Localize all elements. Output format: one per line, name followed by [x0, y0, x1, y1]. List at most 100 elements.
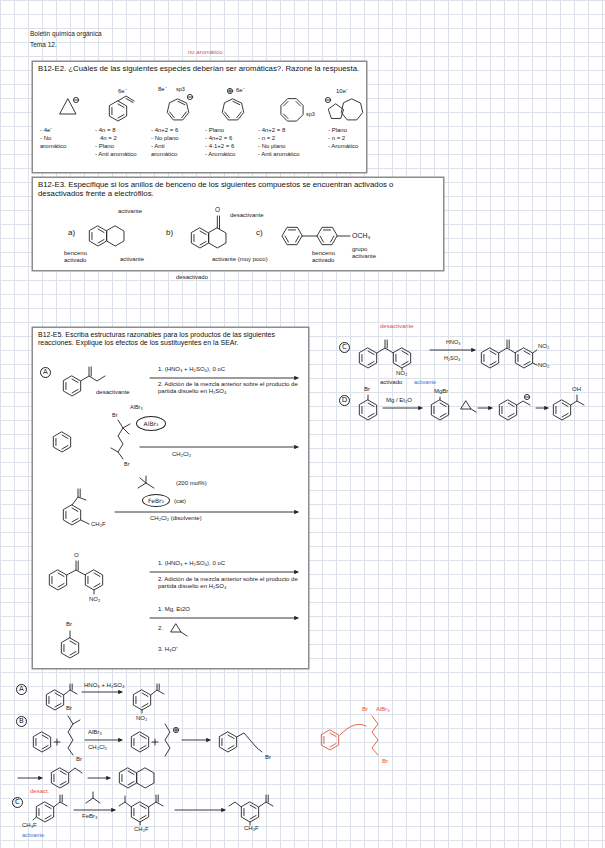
handwritten-note: no aromático	[188, 49, 223, 56]
handwritten-note: - Aromático	[205, 151, 235, 158]
handwritten-note: Br	[66, 621, 72, 628]
handwritten-note: aromático	[151, 151, 177, 158]
handwritten-note: HNO₃ + H₂SO₄	[84, 682, 124, 689]
handwritten-note: - 4n+2 = 8	[258, 127, 285, 134]
handwritten-note: Br	[124, 461, 130, 468]
handwritten-note: OCH₃	[352, 232, 370, 240]
handwritten-note: - No plano	[151, 135, 179, 142]
handwritten-note: activante	[414, 379, 436, 386]
handwritten-note: activante	[118, 208, 142, 215]
handwritten-note: H₂SO₄	[444, 355, 460, 362]
circled-letter: A	[16, 684, 27, 695]
handwritten-note: CH₂F	[134, 826, 149, 833]
handwritten-note: desact.	[30, 788, 49, 795]
handwritten-note: sp3	[176, 86, 185, 93]
handwritten-note: CH₃F	[244, 825, 259, 832]
handwritten-note: 6e⁻	[236, 87, 245, 94]
handwritten-note: grupo activante	[352, 246, 388, 260]
circled-letter: D	[339, 395, 350, 406]
handwritten-note: 3. H₃O⁺	[158, 646, 178, 653]
handwritten-note: desactivado	[176, 274, 208, 281]
reagent-loop: AlBr₃	[136, 416, 166, 431]
handwritten-note: c)	[256, 228, 263, 238]
handwritten-note: - No	[40, 135, 51, 142]
handwritten-note: Br	[66, 705, 72, 712]
handwritten-note: NO₂	[538, 362, 549, 369]
exercise-title: B12-E3. Especifique si los anillos de be…	[38, 181, 438, 199]
handwritten-note: a)	[68, 228, 75, 238]
handwritten-note: HNO₃	[446, 339, 460, 346]
handwritten-note: - n = 2	[258, 135, 275, 142]
handwritten-note: - Anti	[151, 143, 165, 150]
handwritten-note: Mg / Et₂O	[386, 397, 412, 404]
circled-letter: A	[40, 367, 51, 378]
handwritten-note: - Anti aromático	[95, 151, 137, 158]
handwritten-note: activado	[380, 379, 402, 386]
handwritten-note: - Plano	[328, 127, 347, 134]
handwritten-note: - Plano	[205, 127, 224, 134]
handwritten-note: desactivante	[96, 389, 130, 396]
handwritten-note: sp3	[306, 111, 315, 118]
circled-letter: C	[339, 342, 350, 353]
handwritten-note: CH₃F	[22, 822, 37, 829]
handwritten-note: 2.	[158, 625, 163, 632]
handwritten-note: (200 mol%)	[176, 480, 207, 487]
handwritten-note: NO₂	[89, 596, 100, 603]
handwritten-note: CH₂Cl₂	[88, 744, 107, 751]
circled-letter: C	[12, 797, 23, 808]
handwritten-note: CH₂Cl₂ (disolvente)	[150, 515, 202, 522]
handwritten-note: Br	[382, 758, 388, 765]
handwritten-note: NO₂	[538, 343, 549, 350]
handwritten-note: - Aromático	[328, 143, 358, 150]
handwritten-note: activante	[120, 256, 144, 263]
handwritten-note: - Plano	[95, 143, 114, 150]
handwritten-note: AlBr₃	[130, 404, 143, 411]
handwritten-note: 1. (HNO₃ + H₂SO₄), 0 oC	[158, 366, 225, 373]
exercise-box: B12-E5. Escriba estructuras razonables p…	[33, 328, 308, 668]
handwritten-note: O	[74, 552, 79, 559]
handwritten-note: Br	[362, 706, 368, 713]
handwritten-note: 1. (HNO₃ + H₂SO₄), 0 oC	[158, 560, 225, 567]
node-text: A	[19, 686, 24, 693]
handwritten-note: - 4n+2 = 6	[151, 127, 178, 134]
handwritten-note: - 4·1+2 = 6	[205, 143, 234, 150]
node-text: AlBr₃	[144, 421, 159, 427]
node-text: FeBr₃	[148, 498, 164, 504]
handwritten-note: Boletín química orgánica	[30, 30, 102, 38]
handwritten-note: 4n = 2	[100, 135, 117, 142]
handwritten-note: Br	[112, 412, 118, 419]
handwritten-note: 1. Mg, Et2O	[158, 606, 190, 613]
node-text: C	[342, 344, 347, 351]
handwritten-note: - n = 2	[328, 135, 345, 142]
handwritten-note: activante (muy poco)	[212, 256, 268, 263]
handwritten-note: Br	[265, 754, 271, 761]
handwritten-note: benceno activado	[64, 250, 98, 264]
handwritten-note: (cat)	[174, 498, 186, 505]
handwritten-note: activante	[22, 832, 44, 839]
handwritten-note: 8e⁻	[158, 86, 167, 93]
handwritten-note: FeBr₃	[82, 813, 97, 820]
node-text: C	[15, 799, 20, 806]
exercise-title: B12-E5. Escriba estructuras razonables p…	[38, 331, 303, 347]
exercise-box: B12-E2. ¿Cuáles de las siguientes especi…	[33, 62, 366, 172]
node-text: A	[43, 369, 48, 376]
handwritten-note: CH₂F	[91, 521, 106, 528]
handwritten-note: O	[215, 206, 220, 214]
handwritten-note: 2. Adición de la mezcla anterior sobre e…	[158, 576, 298, 590]
handwritten-note: benceno activado	[312, 250, 346, 264]
handwritten-note: AlBr₃	[88, 729, 102, 736]
handwritten-note: AlBr₃	[376, 706, 390, 713]
handwritten-note: - No plano	[258, 143, 286, 150]
handwritten-note: OH	[572, 386, 581, 393]
exercise-title: B12-E2. ¿Cuáles de las siguientes especi…	[38, 65, 361, 74]
handwritten-note: CH₂Cl₂	[172, 451, 191, 458]
handwritten-note: b)	[166, 228, 173, 238]
handwritten-note: - 4e⁻	[40, 127, 52, 134]
node-text: B	[19, 718, 24, 725]
reagent-loop: FeBr₃	[142, 494, 170, 507]
handwritten-note: MgBr	[434, 388, 448, 395]
handwritten-note: 2. Adición de la mezcla anterior sobre e…	[158, 381, 298, 395]
handwritten-note: - 4n = 8	[95, 127, 116, 134]
